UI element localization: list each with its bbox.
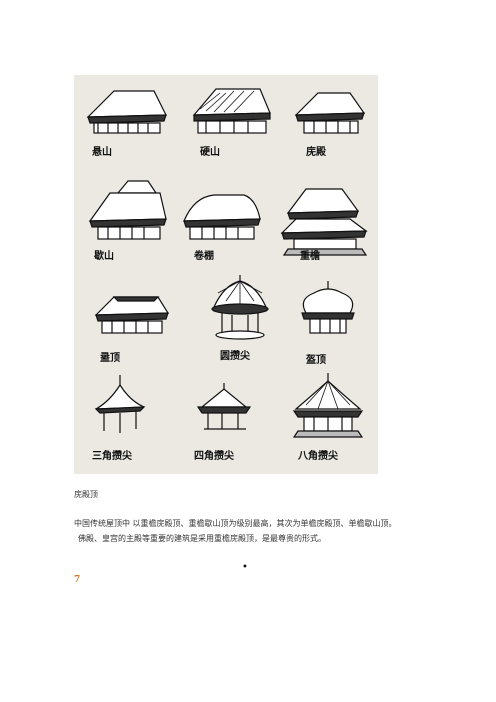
label-xieshan: 歇山 [94, 251, 114, 262]
luding-roof-drawing [94, 296, 170, 334]
label-yuancuanjian: 圆攒尖 [220, 351, 250, 362]
yuancuanjian-roof-drawing [211, 275, 269, 340]
label-juanpeng: 卷棚 [194, 251, 214, 262]
body-paragraph: 中国传统屋顶中 以重檐庑殿顶、重檐歇山顶为级别最高，其次为单檐庑殿顶、单檐歇山顶… [74, 516, 414, 546]
sijiaocuanjian-roof-drawing [196, 383, 252, 430]
roof-types-figure: 悬山 硬山 庑殿 歇山 卷棚 重檐 盝顶 圆攒尖 盔顶 三角攒尖 四角攒尖 八角… [74, 75, 378, 474]
kuiding-roof-drawing [301, 281, 355, 334]
yingshan-roof-drawing [192, 88, 271, 134]
label-sijiaocuanjian: 四角攒尖 [194, 451, 234, 462]
xieshan-roof-drawing [88, 180, 167, 240]
roof-drawings [86, 88, 368, 438]
label-luding: 盝顶 [100, 353, 120, 364]
chongyan-roof-drawing [280, 188, 368, 256]
label-kuiding: 盔顶 [306, 355, 326, 366]
sanjiaocuanjian-roof-drawing [94, 375, 146, 433]
paragraph-line-2: 佛殿、皇宫的主殿等重要的建筑是采用重檐庑殿顶，是最尊贵的形式。 [78, 534, 326, 543]
label-yingshan: 硬山 [200, 147, 220, 158]
paragraph-line-1: 中国传统屋顶中 以重檐庑殿顶、重檐歇山顶为级别最高，其次为单檐庑殿顶、单檐歇山顶… [74, 519, 397, 528]
label-chongyan: 重檐 [300, 251, 320, 262]
label-sanjiaocuanjian: 三角攒尖 [92, 451, 132, 462]
page-number: 7 [74, 575, 81, 585]
figure-caption: 庑殿顶 [74, 490, 98, 499]
bullet-mark: • [242, 562, 248, 573]
label-bajiaocuanjian: 八角攒尖 [298, 451, 338, 462]
juanpeng-roof-drawing [183, 194, 261, 240]
xuanshan-roof-drawing [86, 90, 167, 134]
label-xuanshan: 悬山 [92, 147, 112, 158]
wudian-roof-drawing [294, 92, 366, 134]
label-wudian: 庑殿 [306, 147, 326, 158]
bajiaocuanjian-roof-drawing [292, 373, 364, 438]
